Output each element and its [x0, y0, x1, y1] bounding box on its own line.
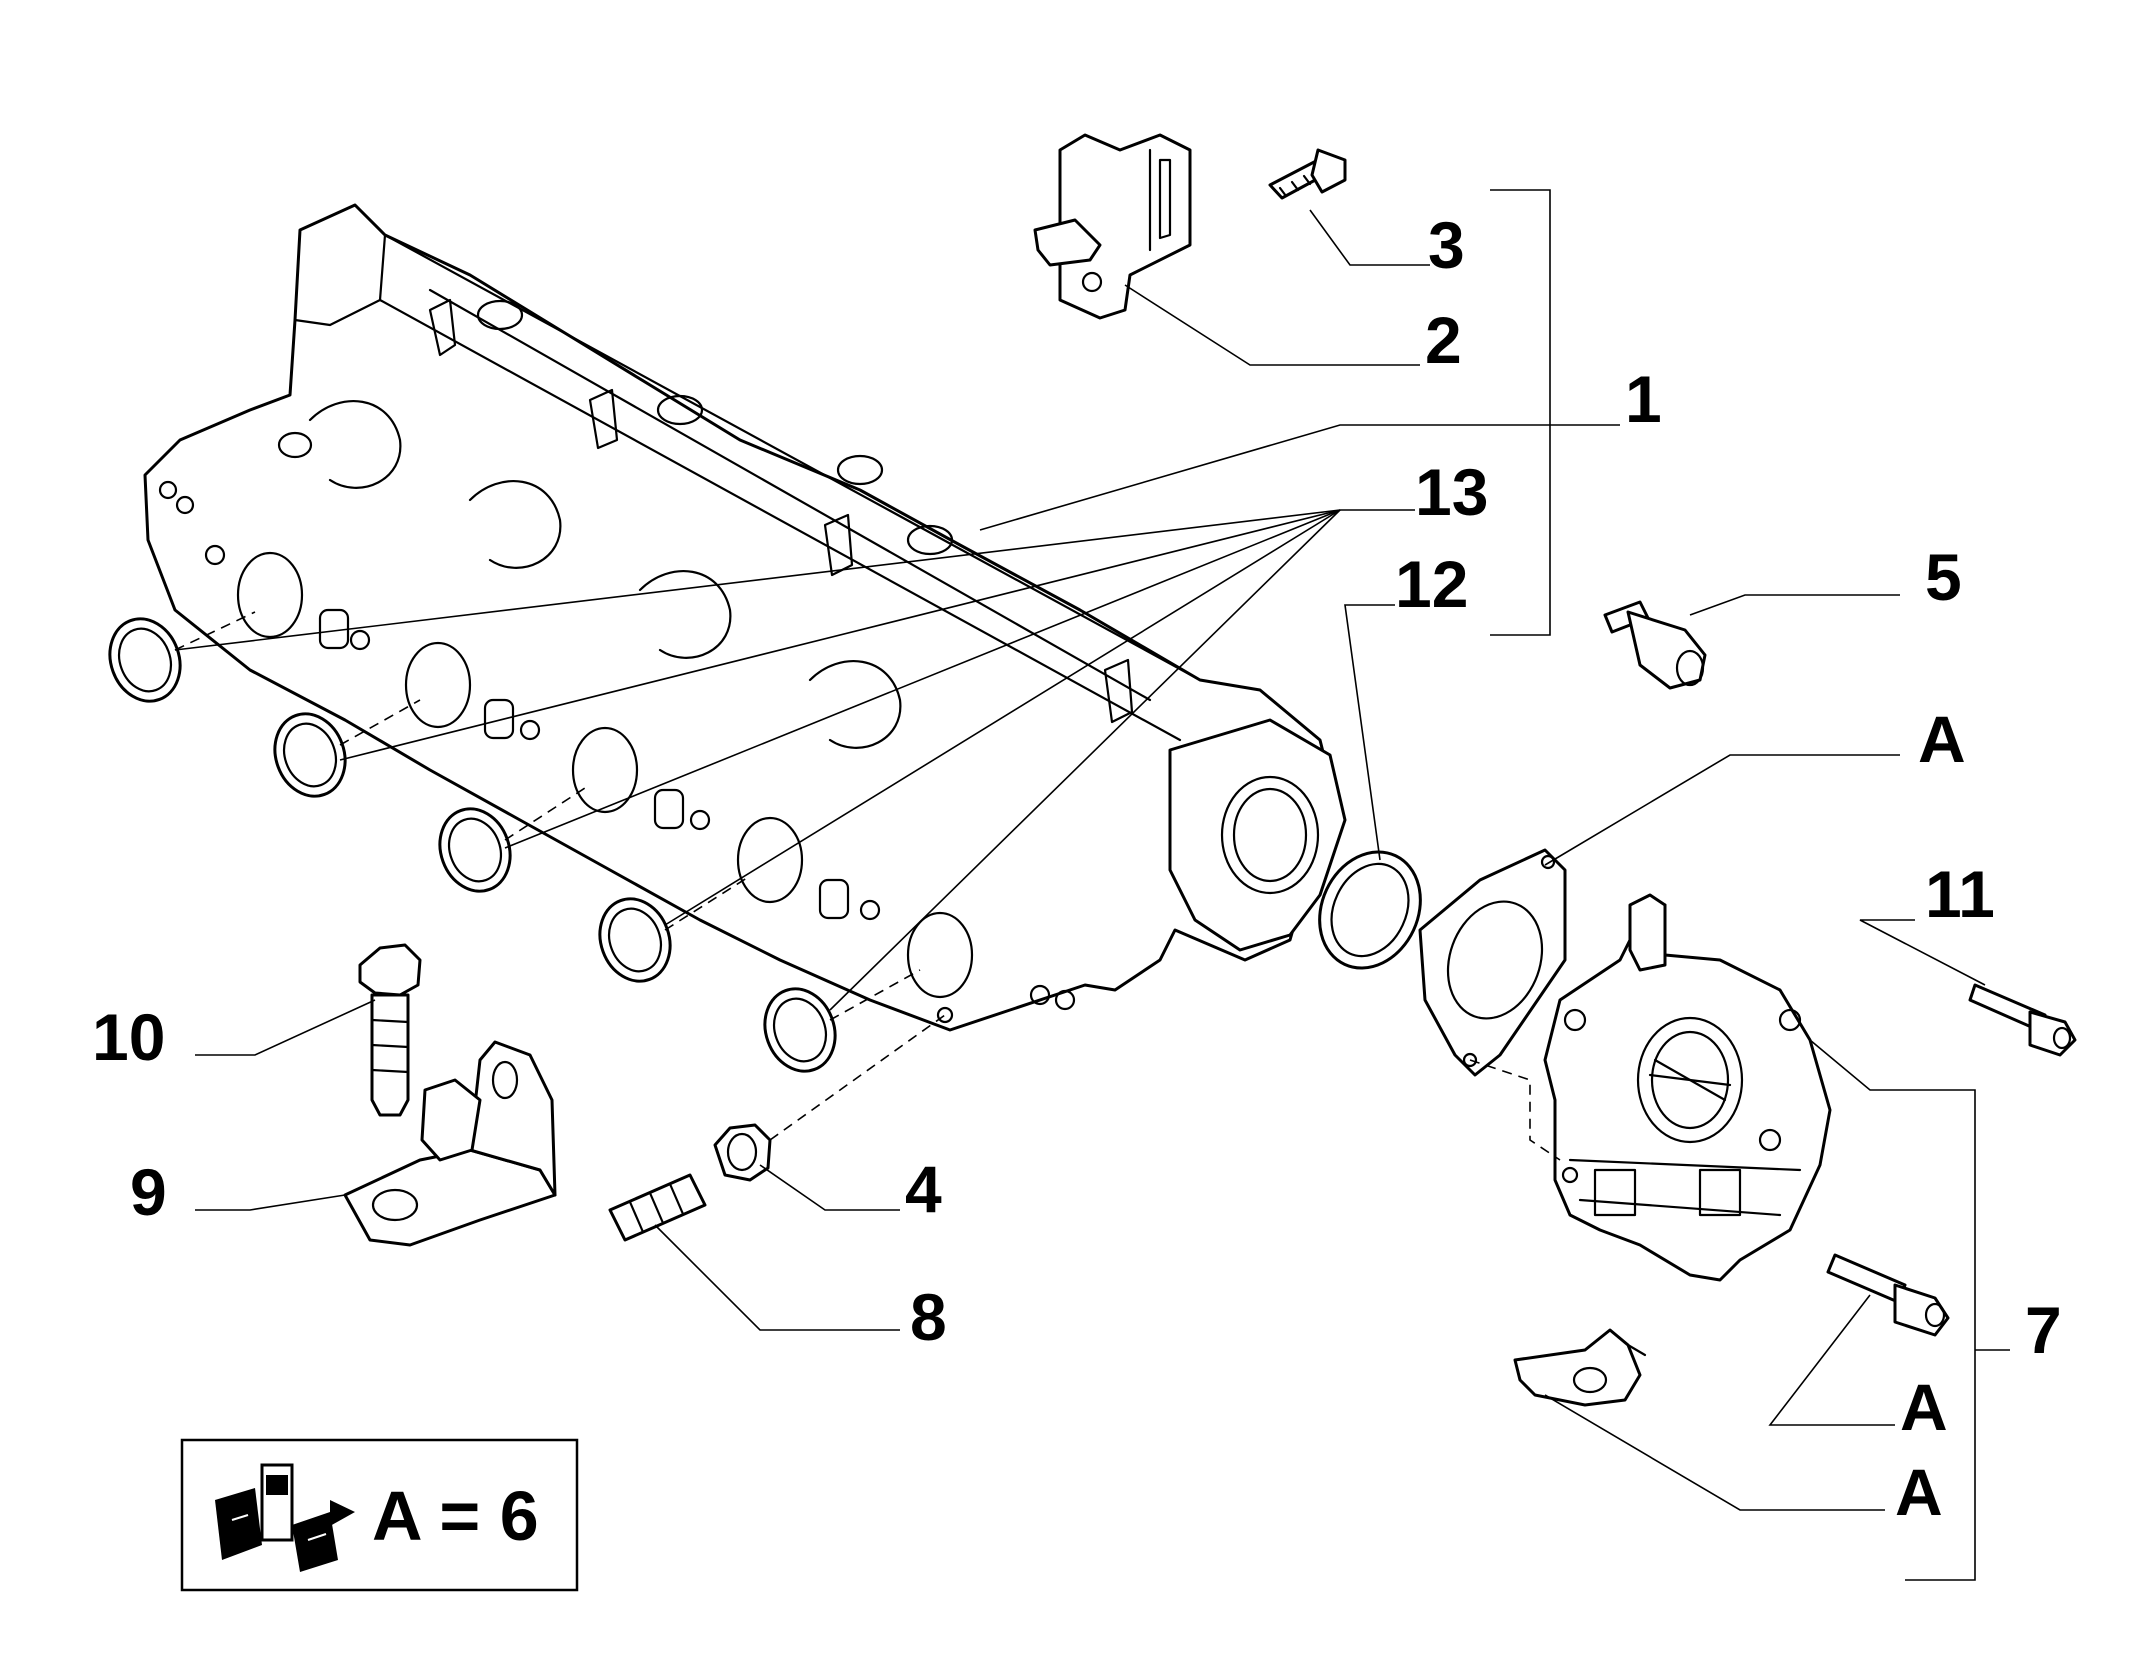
- seal-rings-part-13: [108, 617, 837, 1073]
- callout-5: 5: [1925, 540, 1962, 614]
- callout-7: 7: [2025, 1293, 2062, 1367]
- callout-a-gasket: A: [1918, 702, 1966, 776]
- callout-9: 9: [130, 1155, 167, 1229]
- legend-box: A = 6: [180, 1438, 579, 1592]
- torque-wrench-kit-icon: [215, 1463, 355, 1572]
- assembly-dash-lines: [174, 611, 1561, 1161]
- nut-part-4: [713, 1123, 772, 1182]
- bracket-a: [1513, 1328, 1647, 1407]
- callout-13: 13: [1415, 455, 1488, 529]
- callout-labels: 3 2 1 13 12 5 A 11 7 A A 4 8 10 9: [92, 208, 2062, 1529]
- callout-a-screw: A: [1900, 1370, 1948, 1444]
- callout-12: 12: [1395, 547, 1468, 621]
- bolt-part-3: [1268, 148, 1347, 200]
- callout-10: 10: [92, 1000, 165, 1074]
- callout-8: 8: [910, 1280, 947, 1354]
- screw-a: [1826, 1253, 1950, 1337]
- callout-2: 2: [1425, 303, 1462, 377]
- stud-part-8: [608, 1173, 707, 1242]
- callout-4: 4: [905, 1152, 942, 1226]
- map-sensor: [1033, 133, 1192, 320]
- stud-part-5: [1603, 600, 1707, 690]
- leader-lines: [174, 189, 2010, 1581]
- bolt-part-10: [358, 943, 422, 1117]
- intake-manifold: [143, 203, 1347, 1032]
- legend-text: A = 6: [372, 1477, 539, 1555]
- throttle-body-part-7: [1543, 893, 1832, 1282]
- screw-part-11: [1968, 983, 2077, 1057]
- callout-11: 11: [1925, 857, 1995, 931]
- callout-a-bracket: A: [1895, 1455, 1943, 1529]
- bracket-part-9: [343, 1040, 557, 1247]
- callout-1: 1: [1625, 362, 1662, 436]
- o-ring-part-12: [1318, 850, 1422, 970]
- throttle-gasket: [1418, 848, 1567, 1077]
- callout-3: 3: [1428, 208, 1465, 282]
